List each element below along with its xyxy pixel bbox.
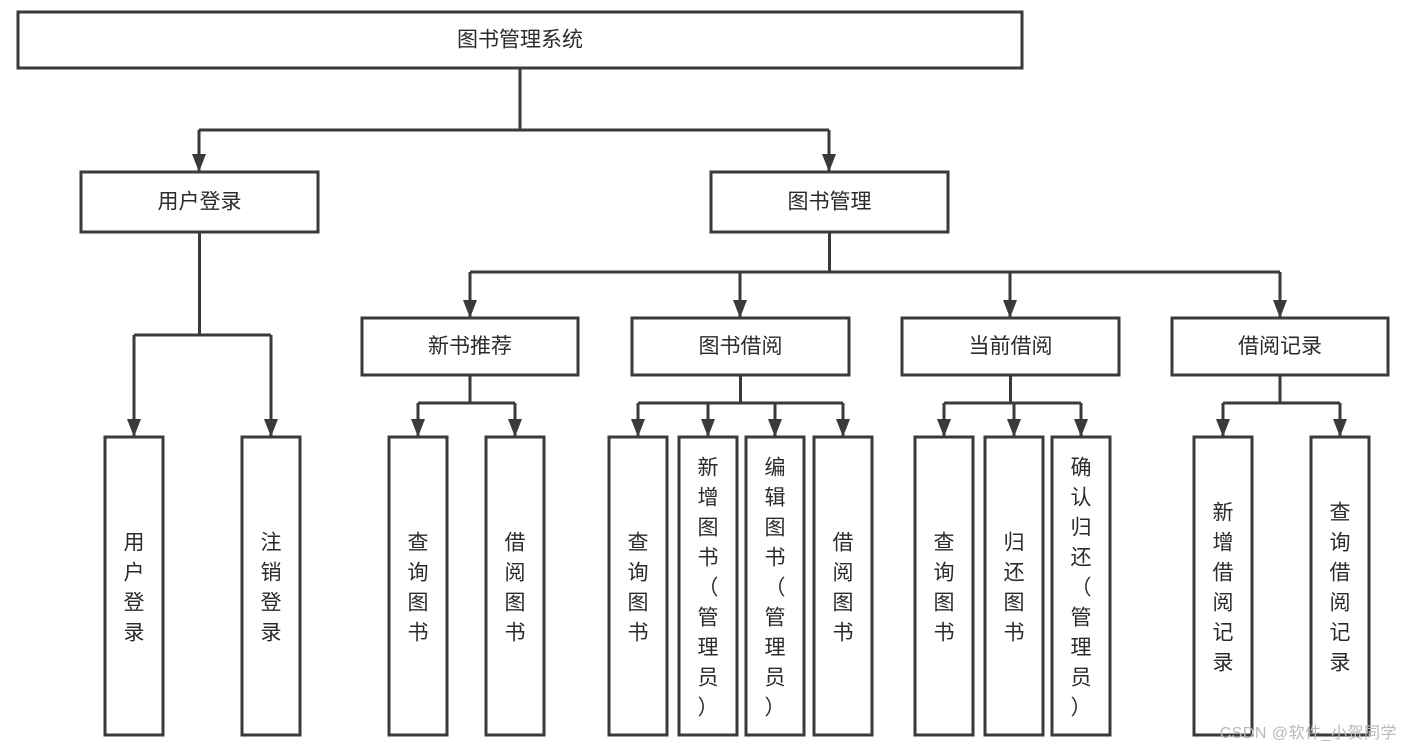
node-user-login-label: 用户登录 (158, 191, 242, 214)
node-leaf-add-borrow-record-label: 新增借阅记录 (1213, 501, 1234, 674)
node-book-borrow[interactable]: 图书借阅 (630, 316, 851, 377)
node-current-borrow[interactable]: 当前借阅 (900, 316, 1121, 377)
node-leaf-edit-book-admin-label: 编辑图书（管理员） (765, 456, 786, 719)
node-book-manage-box[interactable] (709, 170, 950, 234)
node-current-borrow-box[interactable] (900, 316, 1121, 377)
node-leaf-return-book-label: 归还图书 (1004, 531, 1025, 644)
connector-book-borrow-split (631, 375, 850, 437)
arrow-head-icon (836, 419, 850, 437)
arrow-head-icon (631, 419, 645, 437)
arrow-head-icon (1333, 419, 1347, 437)
arrow-head-icon (822, 154, 836, 172)
node-leaf-add-book-admin-box[interactable] (677, 435, 739, 737)
node-leaf-query-book-2-label: 查询图书 (628, 531, 649, 644)
node-new-book-recommend-box[interactable] (360, 316, 580, 377)
arrow-head-icon (937, 419, 951, 437)
node-leaf-user-login-box[interactable] (103, 435, 165, 737)
arrow-head-icon (768, 419, 782, 437)
node-book-borrow-label: 图书借阅 (699, 335, 783, 358)
arrow-head-icon (1007, 419, 1021, 437)
arrow-head-icon (192, 154, 206, 172)
connector-layer (127, 68, 1347, 437)
watermark-label: CSDN @软件_小贺同学 (1219, 725, 1397, 742)
node-leaf-confirm-return-admin-box[interactable] (1050, 435, 1112, 737)
arrow-head-icon (264, 419, 278, 437)
node-leaf-user-logout-box[interactable] (240, 435, 302, 737)
node-user-login-box[interactable] (79, 170, 320, 234)
node-leaf-borrow-book-1-box[interactable] (484, 435, 546, 737)
node-leaf-add-borrow-record-box[interactable] (1192, 435, 1254, 737)
node-leaf-borrow-book-2[interactable]: 借阅图书 (812, 435, 874, 737)
connector-new-book-recommend-split (411, 375, 522, 437)
arrow-head-icon (701, 419, 715, 437)
node-current-borrow-label: 当前借阅 (969, 335, 1053, 358)
node-leaf-query-borrow-record[interactable]: 查询借阅记录 (1309, 435, 1371, 737)
arrow-head-icon (1003, 300, 1017, 318)
node-user-login[interactable]: 用户登录 (79, 170, 320, 234)
node-leaf-add-book-admin-label: 新增图书（管理员） (698, 456, 719, 719)
node-leaf-confirm-return-admin[interactable]: 确认归还（管理员） (1050, 435, 1112, 737)
arrow-head-icon (508, 419, 522, 437)
node-new-book-recommend-label: 新书推荐 (428, 335, 512, 358)
node-leaf-borrow-book-2-label: 借阅图书 (833, 531, 854, 644)
node-root-box[interactable] (16, 10, 1024, 70)
node-leaf-user-logout[interactable]: 注销登录 (240, 435, 302, 737)
node-leaf-edit-book-admin-box[interactable] (744, 435, 806, 737)
connector-current-borrow-split (937, 375, 1088, 437)
connector-book-manage-split (463, 232, 1287, 318)
node-leaf-add-book-admin[interactable]: 新增图书（管理员） (677, 435, 739, 737)
arrow-head-icon (1216, 419, 1230, 437)
arrow-head-icon (1074, 419, 1088, 437)
node-leaf-borrow-book-1-label: 借阅图书 (505, 531, 526, 644)
node-layer: 图书管理系统用户登录图书管理新书推荐图书借阅当前借阅借阅记录用户登录注销登录查询… (16, 10, 1390, 737)
node-borrow-record[interactable]: 借阅记录 (1170, 316, 1390, 377)
node-leaf-query-book-3-box[interactable] (913, 435, 975, 737)
node-leaf-borrow-book-1[interactable]: 借阅图书 (484, 435, 546, 737)
node-leaf-query-book-3-label: 查询图书 (934, 531, 955, 644)
connector-user-login-split (127, 232, 278, 437)
node-leaf-query-book-3[interactable]: 查询图书 (913, 435, 975, 737)
node-leaf-query-borrow-record-box[interactable] (1309, 435, 1371, 737)
node-root-label: 图书管理系统 (457, 29, 583, 52)
node-book-manage-label: 图书管理 (788, 191, 872, 214)
node-leaf-confirm-return-admin-label: 确认归还（管理员） (1071, 456, 1092, 719)
node-borrow-record-box[interactable] (1170, 316, 1390, 377)
connector-borrow-record-split (1216, 375, 1347, 437)
node-leaf-query-book-1-label: 查询图书 (408, 531, 429, 644)
node-leaf-borrow-book-2-box[interactable] (812, 435, 874, 737)
node-leaf-edit-book-admin[interactable]: 编辑图书（管理员） (744, 435, 806, 737)
node-leaf-user-logout-label: 注销登录 (261, 531, 282, 644)
node-root[interactable]: 图书管理系统 (16, 10, 1024, 70)
arrow-head-icon (463, 300, 477, 318)
node-leaf-user-login-label: 用户登录 (124, 531, 145, 644)
node-leaf-add-borrow-record[interactable]: 新增借阅记录 (1192, 435, 1254, 737)
node-new-book-recommend[interactable]: 新书推荐 (360, 316, 580, 377)
node-leaf-query-book-2[interactable]: 查询图书 (607, 435, 669, 737)
arrow-head-icon (127, 419, 141, 437)
node-leaf-return-book[interactable]: 归还图书 (983, 435, 1045, 737)
arrow-head-icon (411, 419, 425, 437)
node-leaf-query-book-2-box[interactable] (607, 435, 669, 737)
node-leaf-query-book-1[interactable]: 查询图书 (387, 435, 449, 737)
arrow-head-icon (1273, 300, 1287, 318)
node-borrow-record-label: 借阅记录 (1238, 335, 1322, 358)
node-leaf-query-borrow-record-label: 查询借阅记录 (1330, 501, 1351, 674)
node-leaf-query-book-1-box[interactable] (387, 435, 449, 737)
node-leaf-user-login[interactable]: 用户登录 (103, 435, 165, 737)
node-leaf-return-book-box[interactable] (983, 435, 1045, 737)
node-book-manage[interactable]: 图书管理 (709, 170, 950, 234)
arrow-head-icon (733, 300, 747, 318)
connector-root-split (192, 68, 836, 172)
node-book-borrow-box[interactable] (630, 316, 851, 377)
